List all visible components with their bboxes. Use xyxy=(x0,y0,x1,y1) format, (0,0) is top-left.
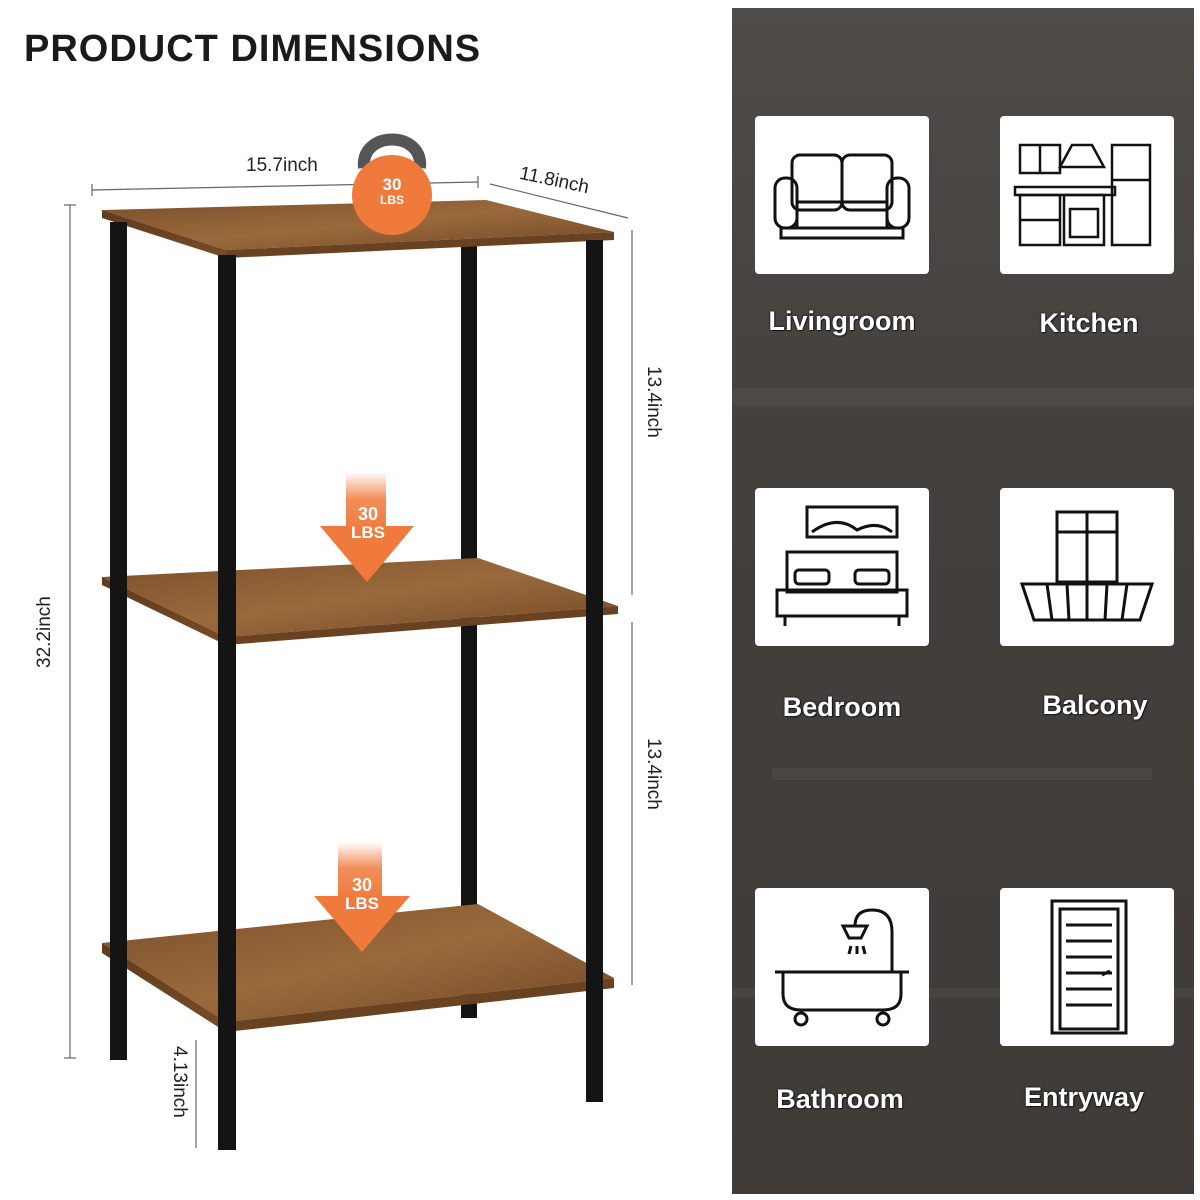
tier-top-label: 13.4inch xyxy=(643,366,664,438)
kettlebell-icon xyxy=(352,133,432,235)
kitchen-icon xyxy=(1013,143,1152,247)
width-label: 15.7inch xyxy=(246,155,318,176)
weight-middle: 30 LBS xyxy=(351,504,385,542)
room-label-entryway: Entryway xyxy=(1023,1082,1145,1112)
balcony-icon xyxy=(1019,510,1155,622)
tile-entryway xyxy=(1000,888,1174,1046)
weight-top: 30 LBS xyxy=(380,175,404,207)
room-label-bedroom: Bedroom xyxy=(782,692,902,722)
room-label-livingroom: Livingroom xyxy=(768,306,916,336)
room-label-kitchen: Kitchen xyxy=(1039,308,1139,338)
bed-icon xyxy=(775,505,909,626)
tile-bathroom xyxy=(755,888,929,1046)
leg-label: 4.13inch xyxy=(169,1046,190,1118)
door-icon xyxy=(1050,899,1128,1035)
weight-bottom: 30 LBS xyxy=(345,875,379,913)
weight-arrow-middle-icon xyxy=(320,472,414,582)
bathtub-icon xyxy=(775,908,909,1027)
usage-panel: Livingroom Kitchen Bedroom xyxy=(732,8,1194,1194)
room-label-bathroom: Bathroom xyxy=(776,1084,904,1114)
room-label-balcony: Balcony xyxy=(1042,690,1148,720)
tile-bedroom xyxy=(755,488,929,646)
tile-livingroom xyxy=(755,116,929,274)
tile-kitchen xyxy=(1000,116,1174,274)
height-label: 32.2inch xyxy=(34,596,55,668)
tile-balcony xyxy=(1000,488,1174,646)
weight-arrow-bottom-icon xyxy=(314,842,410,952)
page-title: PRODUCT DIMENSIONS xyxy=(24,28,482,70)
sofa-icon xyxy=(773,153,911,240)
tier-middle-label: 13.4inch xyxy=(643,738,664,810)
shelf-illustration xyxy=(64,133,633,1150)
